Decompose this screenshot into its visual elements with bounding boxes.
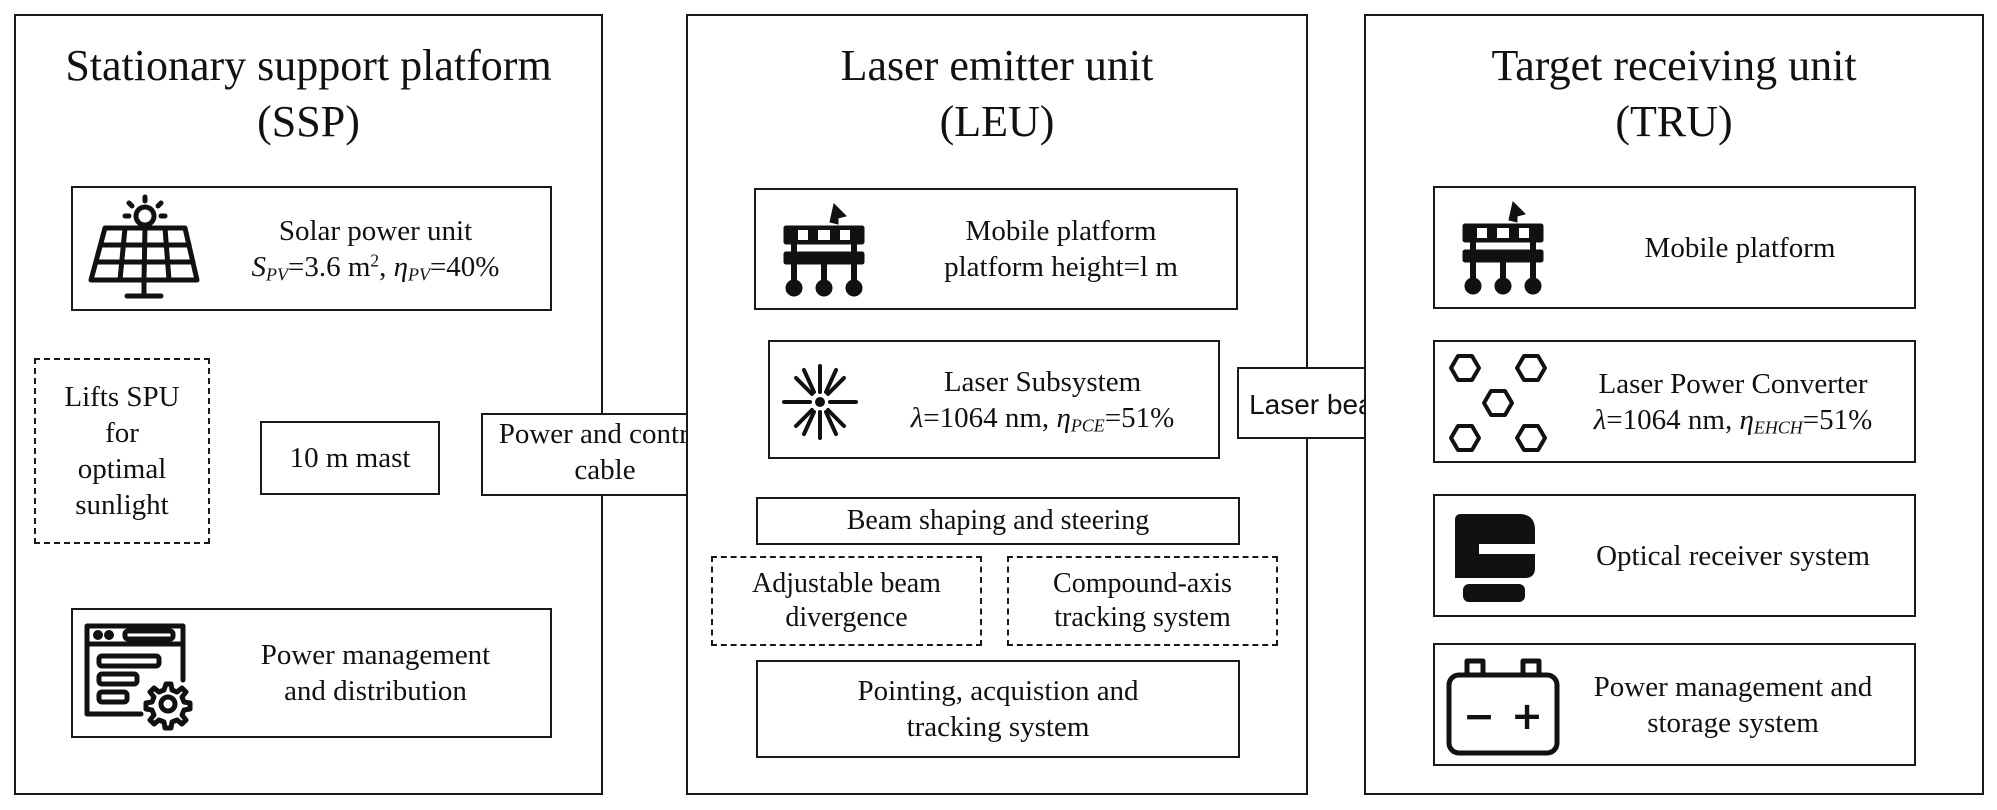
laser-power-converter-box: Laser Power Converter λ=1064 nm, ηEHCH=5…: [1433, 340, 1916, 463]
laser-spec-lambda: λ: [910, 401, 924, 434]
solar-title: Solar power unit: [278, 214, 473, 247]
converter-spec: λ=1064 nm, ηEHCH=51%: [1594, 402, 1873, 438]
hexagon-cells-icon: [1449, 354, 1547, 452]
tru-mobile-text: Mobile platform: [1575, 188, 1905, 307]
laser-text: Laser Subsystem λ=1064 nm, ηPCE=51%: [870, 342, 1215, 457]
leu-mobile-line1: Mobile platform: [965, 215, 1157, 247]
power-management-box: Power management and distribution: [71, 608, 552, 738]
laser-spec: λ=1064 nm, ηPCE=51%: [911, 400, 1175, 436]
pmd-line1: Power management: [260, 639, 491, 671]
beam-shaping-box: Beam shaping and steering: [756, 497, 1240, 545]
rover-icon: [783, 203, 865, 297]
optical-text: Optical receiver system: [1553, 496, 1913, 615]
leu-mobile-text: Mobile platform platform height=l m: [896, 190, 1226, 308]
battery-minus-sign: −: [1463, 694, 1495, 738]
leu-title: Laser emitter unit (LEU): [686, 38, 1308, 150]
compound-line2: tracking system: [1054, 602, 1231, 633]
compound-line1: Compound-axis: [1053, 568, 1232, 599]
pointing-line1: Pointing, acquistion and: [857, 675, 1139, 707]
ssp-title-line1: Stationary support platform: [65, 41, 552, 90]
lifts-spu-note: Lifts SPU for optimal sunlight: [34, 358, 210, 544]
lifts-line3: optimal: [77, 453, 167, 485]
solar-spec-sep: ,: [379, 250, 394, 283]
leu-title-line2: (LEU): [939, 97, 1055, 146]
converter-spec-eta-sub: EHCH: [1753, 416, 1803, 437]
tru-title-line1: Target receiving unit: [1491, 41, 1857, 90]
laser-spec-eta-val: =51%: [1104, 401, 1175, 434]
pointing-tracking-box: Pointing, acquistion and tracking system: [756, 660, 1240, 758]
solar-power-unit-box: Solar power unit SPV=3.6 m2, ηPV=40%: [71, 186, 552, 311]
laser-spec-eta: η: [1056, 401, 1071, 434]
laser-burst-icon: [782, 364, 858, 440]
laser-title: Laser Subsystem: [943, 365, 1142, 398]
mast-label: 10 m mast: [289, 442, 411, 474]
leu-mobile-platform-box: Mobile platform platform height=l m: [754, 188, 1238, 310]
optical-label: Optical receiver system: [1596, 539, 1870, 572]
tru-mobile-platform-box: Mobile platform: [1433, 186, 1916, 309]
tru-title: Target receiving unit (TRU): [1364, 38, 1984, 150]
solar-spec: SPV=3.6 m2, ηPV=40%: [252, 249, 500, 285]
compound-axis-box: Compound-axis tracking system: [1007, 556, 1278, 646]
battery-plus-sign: +: [1511, 694, 1543, 738]
pointing-line2: tracking system: [906, 711, 1090, 743]
rover-icon: [1462, 201, 1544, 295]
storage-system-box: − + Power management and storage system: [1433, 643, 1916, 766]
lifts-line2: for: [105, 417, 139, 449]
adjustable-line1: Adjustable beam: [752, 568, 941, 599]
laser-subsystem-box: Laser Subsystem λ=1064 nm, ηPCE=51%: [768, 340, 1220, 459]
optical-receiver-icon: [1455, 514, 1535, 602]
leu-title-line1: Laser emitter unit: [840, 41, 1154, 90]
converter-text: Laser Power Converter λ=1064 nm, ηEHCH=5…: [1553, 342, 1913, 461]
server-gear-icon: [84, 623, 193, 731]
tru-title-line2: (TRU): [1615, 97, 1733, 146]
solar-text: Solar power unit SPV=3.6 m2, ηPV=40%: [203, 188, 548, 309]
solar-spec-s: S: [251, 250, 267, 283]
cable-line2: cable: [574, 454, 636, 486]
ssp-title: Stationary support platform (SSP): [14, 38, 603, 150]
storage-line2: storage system: [1647, 706, 1819, 739]
solar-spec-s-sub: PV: [266, 263, 288, 284]
lifts-line1: Lifts SPU: [64, 381, 180, 413]
solar-spec-s-sup: 2: [370, 249, 380, 270]
converter-spec-lambda: λ: [1593, 403, 1607, 436]
mast-box: 10 m mast: [260, 421, 440, 495]
pmd-line2: and distribution: [284, 675, 467, 707]
power-cable-label: Power and control cable: [480, 414, 730, 490]
solar-spec-eta: η: [393, 250, 408, 283]
converter-spec-lambda-val: =1064 nm,: [1606, 403, 1740, 436]
cable-line1: Power and control: [498, 418, 712, 450]
solar-spec-eta-sub: PV: [408, 263, 430, 284]
laser-spec-eta-sub: PCE: [1070, 414, 1105, 435]
solar-spec-s-val: =3.6 m: [287, 250, 371, 283]
storage-line1: Power management and: [1593, 670, 1873, 703]
storage-text: Power management and storage system: [1553, 645, 1913, 764]
lifts-line4: sunlight: [75, 489, 169, 521]
solar-panel-icon: [88, 194, 200, 299]
pmd-text: Power management and distribution: [203, 610, 548, 736]
converter-title: Laser Power Converter: [1598, 367, 1868, 400]
tru-mobile-label: Mobile platform: [1644, 231, 1836, 264]
leu-mobile-line2: platform height=l m: [944, 251, 1178, 283]
adjustable-divergence-box: Adjustable beam divergence: [711, 556, 982, 646]
solar-spec-eta-val: =40%: [429, 250, 500, 283]
laser-spec-lambda-val: =1064 nm,: [923, 401, 1057, 434]
converter-spec-eta: η: [1739, 403, 1754, 436]
beam-shaping-label: Beam shaping and steering: [846, 505, 1150, 536]
adjustable-line2: divergence: [785, 602, 908, 633]
optical-receiver-box: Optical receiver system: [1433, 494, 1916, 617]
converter-spec-eta-val: =51%: [1802, 403, 1873, 436]
battery-icon: − +: [1446, 658, 1560, 756]
ssp-title-line2: (SSP): [257, 97, 360, 146]
